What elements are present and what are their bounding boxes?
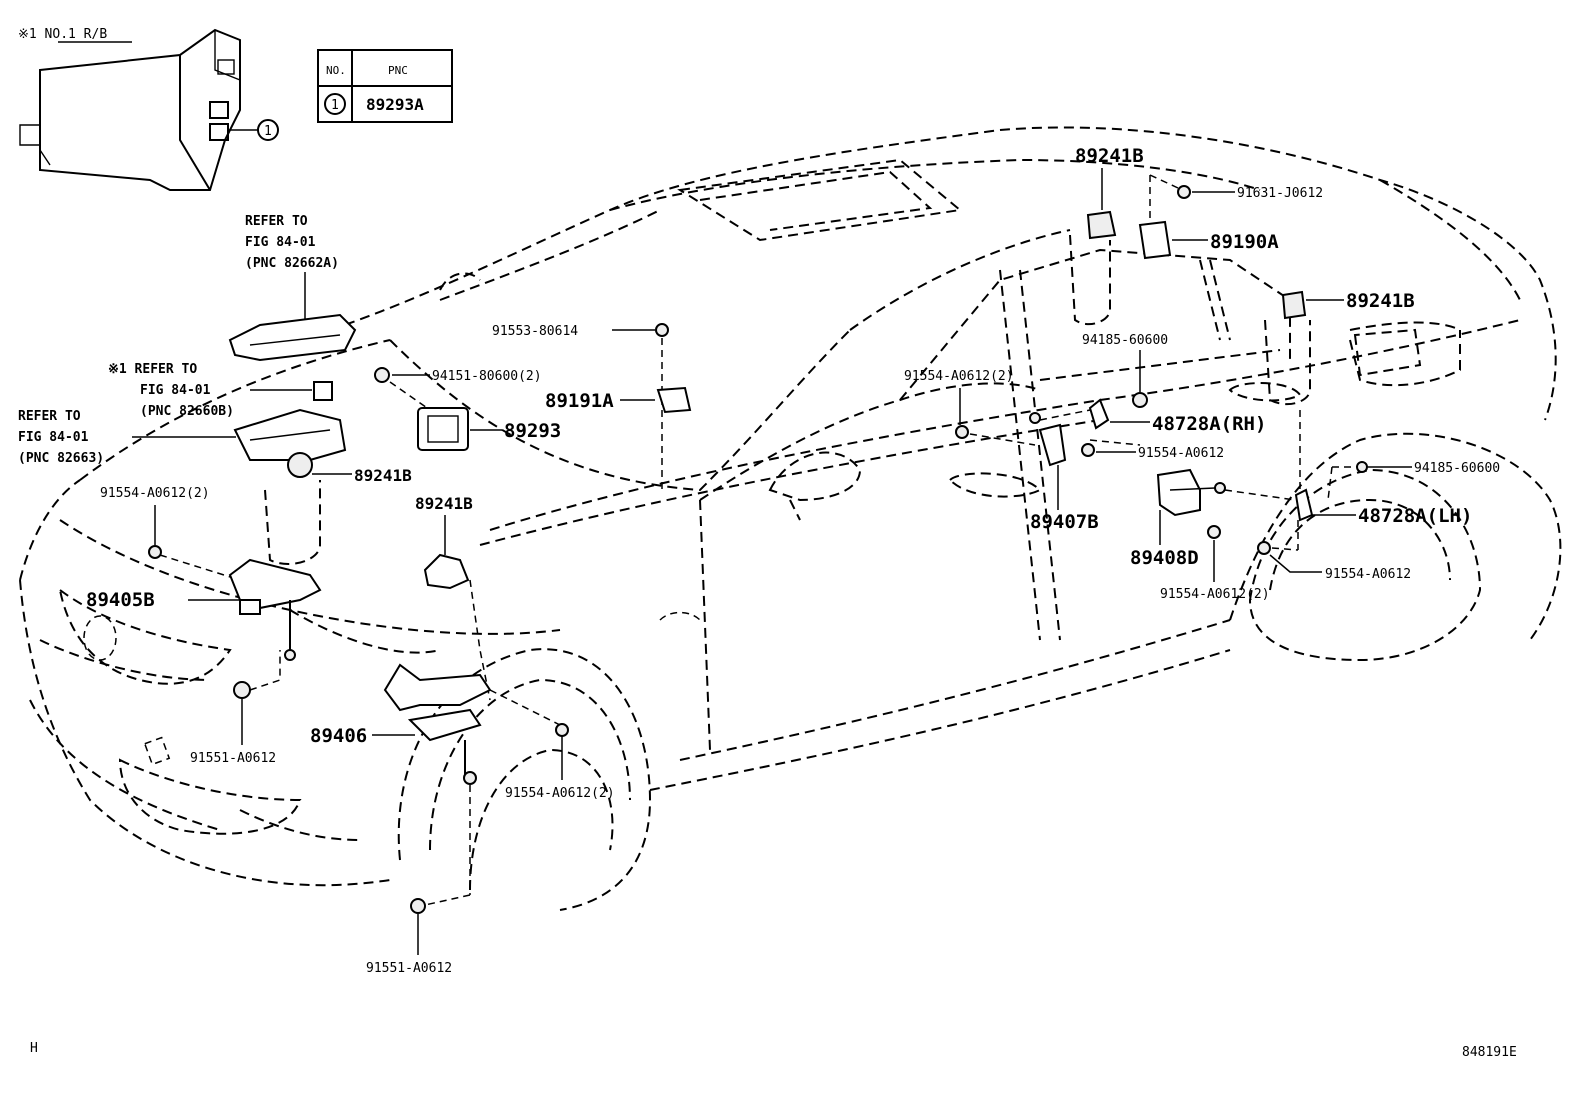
label-89190A: 89190A: [1210, 231, 1279, 253]
label-91551-a: 91551-A0612: [190, 751, 276, 766]
front-strut-group: 89241B 91554-A0612(2) 89405B 91551-A0612: [86, 452, 412, 766]
refer-note-middle: ※1 REFER TO FIG 84-01 (PNC 82660B): [108, 362, 333, 419]
svg-text:FIG 84-01: FIG 84-01: [140, 383, 211, 398]
label-89241B-front: 89241B: [354, 466, 412, 485]
figure-id: 848191E: [1462, 1045, 1517, 1060]
front-center-parts: 91553-80614 94151-80600(2) 89191A 89293 …: [310, 323, 692, 976]
rear-lower-parts: 89408D 91554-A0612(2) 94185-60600 48728A…: [1130, 461, 1500, 602]
pnc-table: NO. PNC 1 89293A: [317, 49, 453, 123]
relay-box-note: ※1 NO.1 R/B: [18, 27, 107, 42]
label-89408D: 89408D: [1130, 547, 1199, 569]
label-48728A-rh: 48728A(RH): [1152, 413, 1266, 435]
label-91551-b: 91551-A0612: [366, 961, 452, 976]
svg-text:(PNC 82662A): (PNC 82662A): [245, 256, 339, 271]
svg-text:REFER TO: REFER TO: [245, 214, 308, 229]
label-91554-front2: 91554-A0612(2): [100, 486, 210, 501]
callout-circle: [257, 119, 279, 141]
svg-text:(PNC 82660B): (PNC 82660B): [140, 404, 234, 419]
label-48728A-lh: 48728A(LH): [1358, 505, 1472, 527]
label-89241B-mid: 89241B: [415, 494, 473, 513]
label-91554-rh: 91554-A0612: [1138, 446, 1224, 461]
label-91631: 91631-J0612: [1237, 186, 1323, 201]
relay-box-illustration: ※1 NO.1 R/B 1: [18, 27, 279, 191]
footer-mark: H: [30, 1041, 38, 1056]
label-89406: 89406: [310, 725, 367, 747]
label-94185-b: 94185-60600: [1414, 461, 1500, 476]
label-91554-door: 91554-A0612(2): [904, 369, 1014, 384]
label-94185-a: 94185-60600: [1082, 333, 1168, 348]
svg-text:※1 REFER TO: ※1 REFER TO: [108, 362, 197, 377]
label-94151: 94151-80600(2): [432, 369, 542, 384]
label-89293: 89293: [504, 420, 561, 442]
table-header-pnc: PNC: [388, 64, 408, 77]
label-91554-lh: 91554-A0612: [1325, 567, 1411, 582]
label-91553: 91553-80614: [492, 324, 578, 339]
callout-number: 1: [264, 124, 272, 139]
svg-text:(PNC 82663): (PNC 82663): [18, 451, 104, 466]
refer-note-top: REFER TO FIG 84-01 (PNC 82662A): [228, 214, 357, 362]
rear-right-strut: 89241B 94185-60600 91554-A0612(2) 48728A…: [904, 290, 1415, 533]
label-89191A: 89191A: [545, 390, 614, 412]
label-91554-rear2: 91554-A0612(2): [1160, 587, 1270, 602]
table-row-pnc: 89293A: [366, 95, 424, 114]
table-row-no: 1: [331, 98, 339, 113]
rear-top-parts: 89241B 91631-J0612 89190A: [1069, 145, 1323, 326]
refer-note-left: REFER TO FIG 84-01 (PNC 82663): [18, 408, 347, 466]
label-91554-fr2: 91554-A0612(2): [505, 786, 615, 801]
table-header-no: NO.: [326, 64, 346, 77]
svg-text:FIG 84-01: FIG 84-01: [18, 430, 89, 445]
label-89241B-top: 89241B: [1075, 145, 1144, 167]
svg-text:REFER TO: REFER TO: [18, 409, 81, 424]
label-89407B: 89407B: [1030, 511, 1099, 533]
svg-text:FIG 84-01: FIG 84-01: [245, 235, 316, 250]
label-89405B: 89405B: [86, 589, 155, 611]
label-89241B-rear: 89241B: [1346, 290, 1415, 312]
